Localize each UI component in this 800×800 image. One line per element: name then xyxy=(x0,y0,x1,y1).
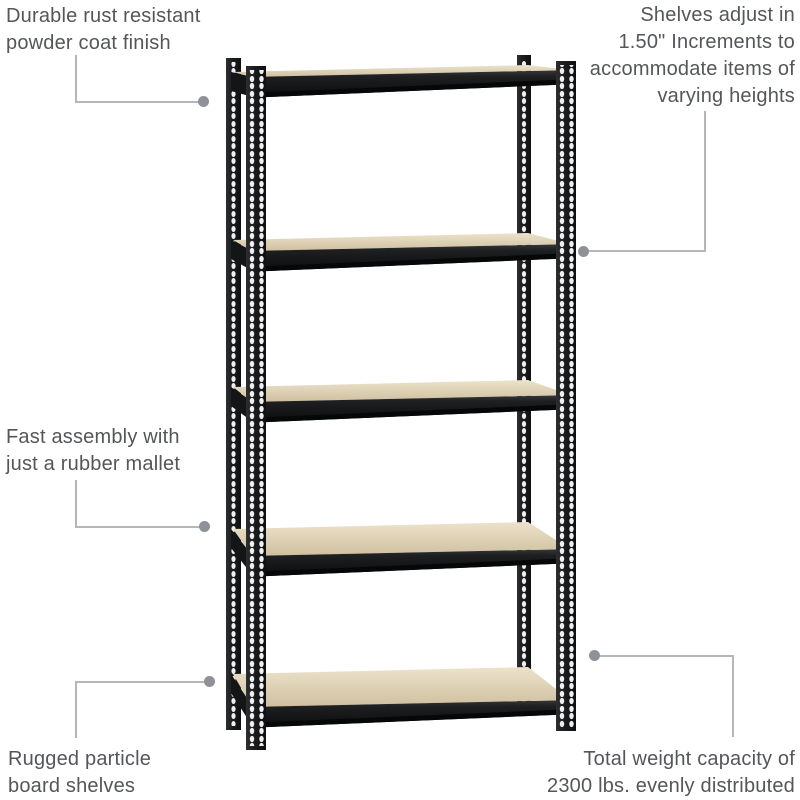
callout-text-line: accommodate items of xyxy=(589,58,795,80)
callout-anchor-dot xyxy=(198,96,209,107)
callout-text-line: powder coat finish xyxy=(6,32,171,54)
callout-text-line: Shelves adjust in xyxy=(640,4,795,26)
shelf-level-5 xyxy=(231,667,576,728)
callout-anchor-dot xyxy=(578,246,589,257)
callout-leader-line xyxy=(75,101,200,103)
callout-anchor-dot xyxy=(199,521,210,532)
callout-anchor-dot xyxy=(204,676,215,687)
callout-leader-line xyxy=(588,250,706,252)
callout-leader-line xyxy=(75,681,77,738)
callout-text-line: Fast assembly with xyxy=(6,426,180,448)
callout-leader-line xyxy=(704,111,706,252)
callout-leader-line xyxy=(732,655,734,737)
callout-text-line: 2300 lbs. evenly distributed xyxy=(547,775,795,797)
callout-powder-coat: Durable rust resistant powder coat finis… xyxy=(6,3,200,57)
callout-anchor-dot xyxy=(589,650,600,661)
callout-leader-line xyxy=(599,655,734,657)
front-posts xyxy=(246,61,576,750)
callout-leader-line xyxy=(75,526,201,528)
shelf-level-1 xyxy=(231,65,576,98)
callout-leader-line xyxy=(75,681,206,683)
callout-text-line: just a rubber mallet xyxy=(6,453,181,475)
callout-shelf-adjust: Shelves adjust in 1.50" Increments to ac… xyxy=(590,2,795,110)
callout-fast-assembly: Fast assembly with just a rubber mallet xyxy=(6,424,180,478)
callout-text-line: 1.50" Increments to xyxy=(618,31,795,53)
callout-particle-board: Rugged particle board shelves xyxy=(8,746,151,800)
callout-text-line: Durable rust resistant xyxy=(6,5,201,27)
callout-text-line: board shelves xyxy=(8,775,136,797)
callout-weight-capacity: Total weight capacity of 2300 lbs. evenl… xyxy=(547,746,795,800)
callout-text-line: Total weight capacity of xyxy=(583,748,795,770)
callout-text-line: Rugged particle xyxy=(8,748,152,770)
shelf-level-3 xyxy=(231,380,576,423)
callout-leader-line xyxy=(75,480,77,527)
callout-text-line: varying heights xyxy=(657,85,795,107)
callout-leader-line xyxy=(75,55,77,102)
